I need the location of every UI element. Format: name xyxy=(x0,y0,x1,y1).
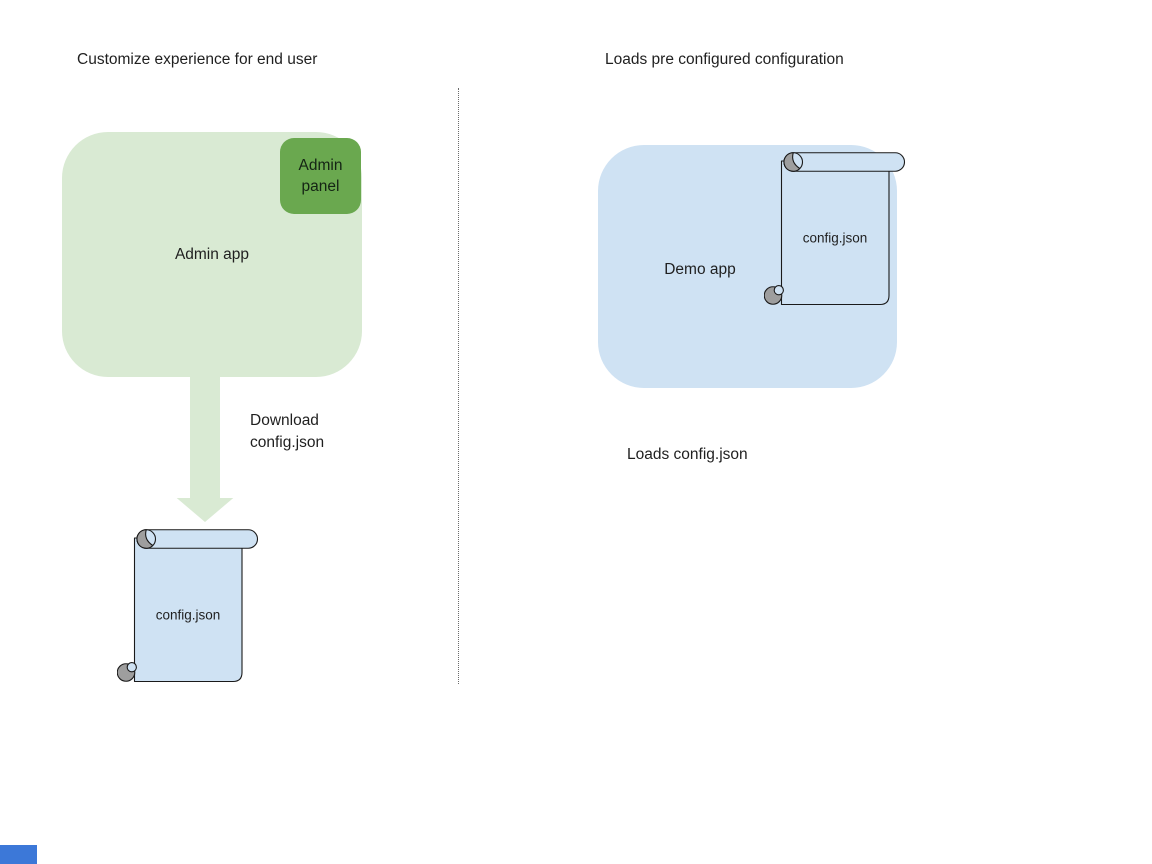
corner-clipped-shape xyxy=(0,845,37,864)
download-config-label: Download config.json xyxy=(250,412,325,451)
config-json-label-right: config.json xyxy=(803,231,868,246)
download-arrow-icon xyxy=(176,377,234,522)
left-section-title: Customize experience for end user xyxy=(77,51,318,68)
config-json-label-left: config.json xyxy=(156,608,221,623)
config-json-scroll-left: config.json xyxy=(117,529,259,683)
admin-panel-label: Admin panel xyxy=(298,157,343,195)
admin-panel-box: Admin panel xyxy=(280,138,361,214)
right-section-title: Loads pre configured configuration xyxy=(605,51,844,68)
admin-app-label: Admin app xyxy=(174,245,250,263)
loads-config-caption: Loads config.json xyxy=(627,446,748,463)
dotted-divider xyxy=(458,88,459,684)
config-json-scroll-right: config.json xyxy=(764,152,906,306)
demo-app-label: Demo app xyxy=(664,261,736,278)
